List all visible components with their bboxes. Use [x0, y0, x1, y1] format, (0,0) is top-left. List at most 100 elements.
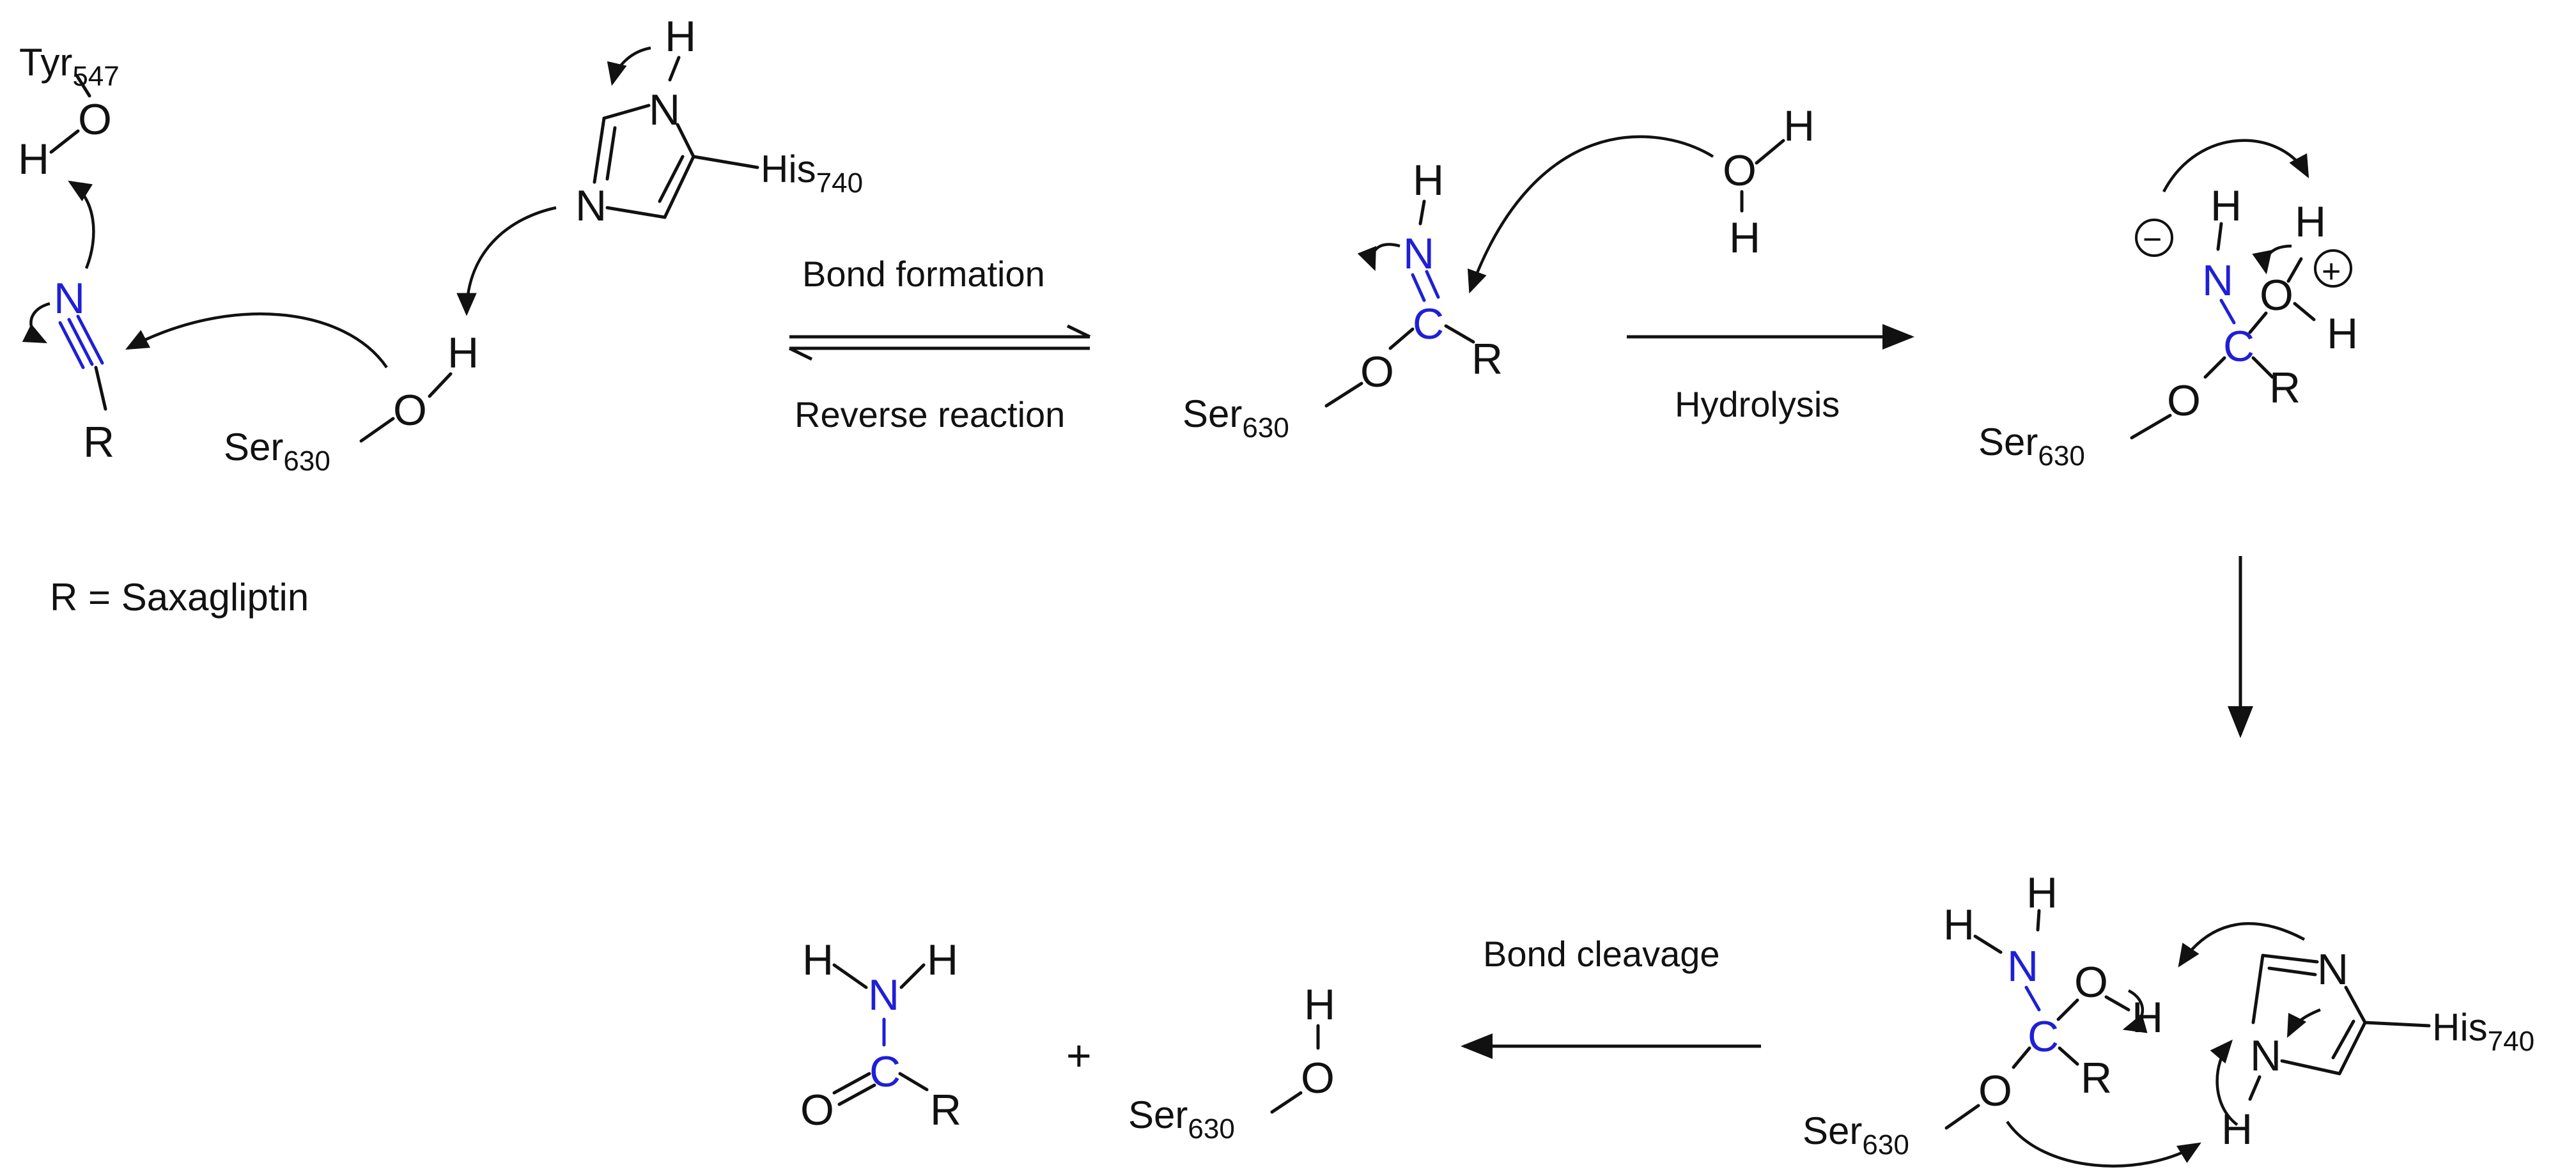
cleavage-label: Bond cleavage — [1483, 934, 1720, 974]
product-ser-label: Ser630 — [1128, 1093, 1235, 1145]
curly-arrow-nitrile-bond — [22, 302, 50, 344]
forward-arrow-head — [1066, 324, 1091, 339]
imidate-carbon: C — [1413, 300, 1444, 348]
reverse-arrow-head — [788, 346, 813, 361]
curly-arrow-his-nh — [607, 46, 651, 86]
tyr-hydrogen: H — [18, 135, 49, 183]
curly-arrow-oh-bond — [2122, 989, 2148, 1033]
plus-sign: + — [1066, 1031, 1092, 1080]
curly-arrow-his-ring — [2286, 1008, 2321, 1039]
amide-h-left-bond — [832, 963, 868, 989]
his-ring-1 — [602, 104, 651, 120]
tetra-n-c-bond — [2219, 298, 2236, 325]
curly-arrow-ser-to-nitrile — [125, 313, 388, 369]
his2-chain-bond — [2363, 1021, 2431, 1028]
his-nh-bond — [668, 56, 681, 82]
ser-oh-o-bond — [1270, 1091, 1303, 1114]
water-h1: H — [1783, 102, 1815, 150]
nitrile-triple-bond-3 — [58, 321, 85, 369]
t4-carbon: C — [2028, 1012, 2059, 1061]
amide-h-right-bond — [899, 963, 926, 989]
water-h1-bond — [1755, 139, 1785, 165]
t4-oh-bond — [2104, 995, 2130, 1012]
structure-initial: Tyr547 O H N R Ser630 O H H N N — [18, 12, 863, 619]
tetra-c-o-bond — [2248, 311, 2268, 334]
tetra-nitrogen: N — [2202, 256, 2233, 305]
t4-nitrogen: N — [2007, 942, 2038, 991]
nitrile-nitrogen: N — [54, 274, 85, 323]
curly-arrow-n-to-oxonium — [2162, 139, 2309, 193]
cleavage-step: Bond cleavage — [1461, 934, 1761, 1059]
amide-carbon: C — [869, 1047, 901, 1096]
t4-h-left: H — [1943, 900, 1975, 949]
nitrile-r: R — [83, 418, 114, 467]
products: H H N C O R + H O Ser630 — [800, 936, 1335, 1145]
equilibrium: Bond formation Reverse reaction — [788, 254, 1091, 435]
curly-arrow-imidate-bond — [1357, 243, 1401, 272]
his2-ring-4 — [2338, 1021, 2367, 1076]
nitrile-r-bond — [94, 366, 107, 411]
tetra-nh-bond — [2216, 222, 2223, 251]
imidate-nitrogen: N — [1403, 229, 1434, 278]
ser-hydrogen: H — [447, 328, 479, 377]
amide-nitrogen: N — [868, 971, 899, 1019]
his2-ring-5 — [2344, 985, 2367, 1024]
structure-tetrahedral-neutral: H H N C O H R O Ser630 N N His740 H — [1803, 869, 2534, 1168]
his-label: His740 — [761, 148, 863, 199]
his2-ring-1b — [2267, 966, 2317, 977]
his2-label: His740 — [2432, 1006, 2534, 1057]
his-ring-4b — [658, 155, 685, 203]
his-ring-3 — [605, 206, 667, 219]
curly-arrow-oxonium-bond — [2252, 244, 2292, 275]
ser-label: Ser630 — [224, 426, 330, 477]
his-n3: N — [575, 182, 607, 230]
ser-oh-oxygen: O — [1301, 1054, 1335, 1102]
water-oxygen: O — [1723, 146, 1757, 195]
t4-h-top: H — [2026, 869, 2058, 917]
t4-ser-oxygen: O — [1978, 1067, 2012, 1115]
curly-arrow-nitrile-to-tyr — [68, 180, 95, 269]
ser-oxygen: O — [393, 386, 427, 435]
ser-oh-hydrogen: H — [1304, 980, 1335, 1029]
imidate-o-ser-bond — [1324, 382, 1363, 408]
his-n1: N — [649, 86, 680, 134]
tetra-c-r-bond — [2251, 356, 2274, 379]
tetra-nh-hydrogen: H — [2210, 182, 2242, 230]
his2-ring-1 — [2261, 954, 2319, 964]
ser-o-bond — [359, 417, 395, 443]
t4-r: R — [2081, 1054, 2112, 1102]
his-ring-4 — [663, 155, 695, 219]
curly-arrow-his-to-ser — [456, 206, 557, 316]
minus-charge-circle — [2135, 219, 2173, 257]
imidate-ser-label: Ser630 — [1183, 392, 1289, 444]
hydrolysis-label: Hydrolysis — [1675, 384, 1840, 424]
structure-imidate: H N C R O Ser630 O H H — [1183, 102, 1815, 444]
imidate-oxygen: O — [1360, 348, 1394, 396]
tetra-carbon: C — [2223, 322, 2254, 371]
curly-arrow-nh-to-ring — [2210, 1039, 2238, 1126]
his-ring-2b — [605, 126, 617, 181]
his2-ring-3 — [2280, 1059, 2341, 1076]
tetra-oh1-bond — [2286, 257, 2303, 283]
tetra-oh2-bond — [2293, 302, 2316, 321]
his-chain-bond — [692, 155, 759, 169]
t4-c-ser-o-bond — [2012, 1046, 2031, 1069]
imidate-double-2 — [1425, 270, 1440, 299]
his2-ring-2 — [2251, 954, 2265, 1024]
amide-c-r-bond — [898, 1072, 929, 1092]
his2-ring-4b — [2331, 1019, 2355, 1060]
amide-c-o-double-1 — [832, 1072, 871, 1095]
tetra-r: R — [2269, 364, 2301, 412]
amide-oxygen: O — [800, 1086, 834, 1134]
tetra-oxonium-h1: H — [2295, 197, 2326, 246]
ser-oh-bond — [428, 372, 453, 398]
his2-n-top: N — [2317, 945, 2348, 994]
his-ring-5 — [676, 123, 695, 158]
his-imidazole: H N N His740 — [575, 12, 863, 230]
nitrile-triple-bond-2 — [76, 314, 104, 365]
imidate-c-o-bond — [1388, 327, 1415, 350]
t4-c-r-bond — [2058, 1046, 2079, 1066]
plus-charge: + — [2322, 253, 2341, 290]
tyr-oh-bond — [49, 129, 80, 154]
amide-h-left: H — [802, 936, 834, 984]
